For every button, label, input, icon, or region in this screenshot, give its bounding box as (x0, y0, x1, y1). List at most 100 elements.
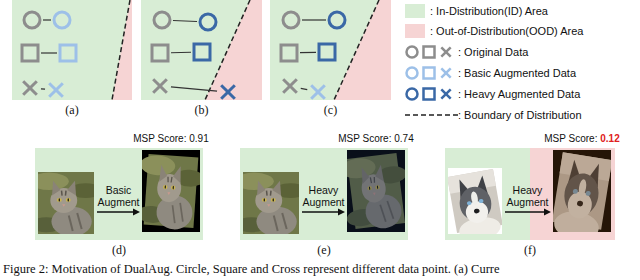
cat-ear (52, 181, 60, 196)
arrow-head (338, 209, 345, 216)
legend-text: : Heavy Augmented Data (458, 88, 580, 101)
data-circle (24, 12, 40, 28)
figure-caption: Figure 2: Motivation of DualAug. Circle,… (3, 262, 500, 277)
arrow-head (544, 209, 551, 216)
cat-pupil (173, 186, 174, 190)
cat-stripe (61, 191, 63, 196)
data-cross (221, 85, 235, 99)
image-content (243, 172, 299, 234)
augment-link (301, 88, 307, 89)
data-square (281, 45, 297, 61)
legend-swatch (405, 24, 425, 38)
id-area (12, 0, 132, 100)
cat-ear (257, 181, 265, 196)
augment-link (300, 52, 316, 54)
legend-swatch (405, 4, 425, 18)
augment-label: Heavy Augment (300, 184, 348, 208)
panel: Heavy Augment(e) (240, 148, 408, 240)
cat-stripe (270, 191, 272, 196)
dog-nose (474, 208, 480, 213)
data-square (22, 45, 38, 61)
data-cross (311, 85, 325, 99)
augment-arrow (302, 211, 339, 213)
legend-square (424, 47, 435, 58)
data-cross (221, 85, 235, 99)
cat-stripe (179, 203, 184, 222)
augment-link (302, 19, 326, 20)
augment-link (171, 52, 191, 54)
panel-label: (a) (12, 103, 132, 117)
augment-link (41, 88, 45, 90)
cat-pupil (68, 198, 69, 201)
color-shift (347, 150, 405, 232)
msp-score: MSP Score: 0.74 (338, 133, 413, 145)
data-circle (283, 12, 299, 28)
image-corner (347, 150, 405, 232)
cat-eye (271, 198, 276, 202)
dog-eye (479, 199, 484, 204)
legend-circle (407, 89, 418, 100)
cat-eye (57, 198, 62, 202)
data-square (319, 44, 335, 60)
data-cross (49, 83, 63, 97)
legend-text: : Boundary of Distribution (458, 109, 582, 122)
legend-cross (441, 68, 450, 77)
msp-score: MSP Score: 0.12 (544, 133, 619, 145)
dog-photo-heavy-aug (553, 150, 611, 232)
data-square (194, 44, 210, 60)
image-content (38, 172, 94, 234)
ood-area (112, 0, 132, 100)
cat-photo (38, 172, 94, 234)
legend-text: : Original Data (458, 46, 528, 59)
legend-text: : Out-of-Distribution(OOD) Area (430, 25, 583, 38)
cat-pupil (273, 198, 274, 201)
dog-photo (448, 168, 502, 234)
cat-nose (167, 192, 170, 195)
cat-eye (163, 185, 168, 190)
cat-stripe (170, 177, 172, 183)
color-shift (553, 150, 611, 232)
data-cross (283, 79, 297, 93)
data-cross (23, 81, 37, 95)
cat-nose (62, 204, 65, 206)
legend-text: : In-Distribution(ID) Area (430, 5, 548, 18)
cat-stripe (65, 191, 67, 196)
id-area (270, 0, 391, 100)
ood-area (530, 148, 615, 240)
legend-square (424, 89, 435, 100)
augment-link (173, 20, 197, 21)
data-cross (23, 81, 37, 95)
data-circle (329, 12, 345, 28)
id-area (240, 148, 408, 240)
cat-pupil (59, 198, 60, 201)
cat-photo-basic-aug (142, 150, 200, 232)
cat-stripe (69, 215, 73, 231)
image-corner (553, 150, 611, 232)
cat-stripe (167, 177, 169, 183)
cat-ear (67, 181, 76, 196)
augment-label: Basic Augment (95, 184, 143, 208)
cat-ear (159, 165, 168, 182)
legend-text: : Basic Augmented Data (458, 67, 576, 80)
legend-boundary-sample (405, 114, 458, 116)
panel: Heavy Augment(f) (445, 148, 615, 240)
cat-ear (173, 166, 182, 183)
legend-cross (441, 89, 450, 98)
legend-cross (441, 47, 450, 56)
cat-photo (243, 172, 299, 234)
augment-arrow (97, 211, 134, 213)
data-cross (283, 79, 297, 93)
legend-cross (441, 89, 450, 98)
dog-eye (467, 201, 472, 206)
cat-nose (267, 204, 270, 206)
data-cross (311, 85, 325, 99)
cat-eye (171, 185, 176, 190)
grass (142, 154, 176, 176)
data-circle (154, 12, 170, 28)
cat-pupil (165, 185, 166, 189)
augment-link (43, 19, 51, 20)
data-cross (49, 83, 63, 97)
cat-stripe (171, 205, 176, 223)
